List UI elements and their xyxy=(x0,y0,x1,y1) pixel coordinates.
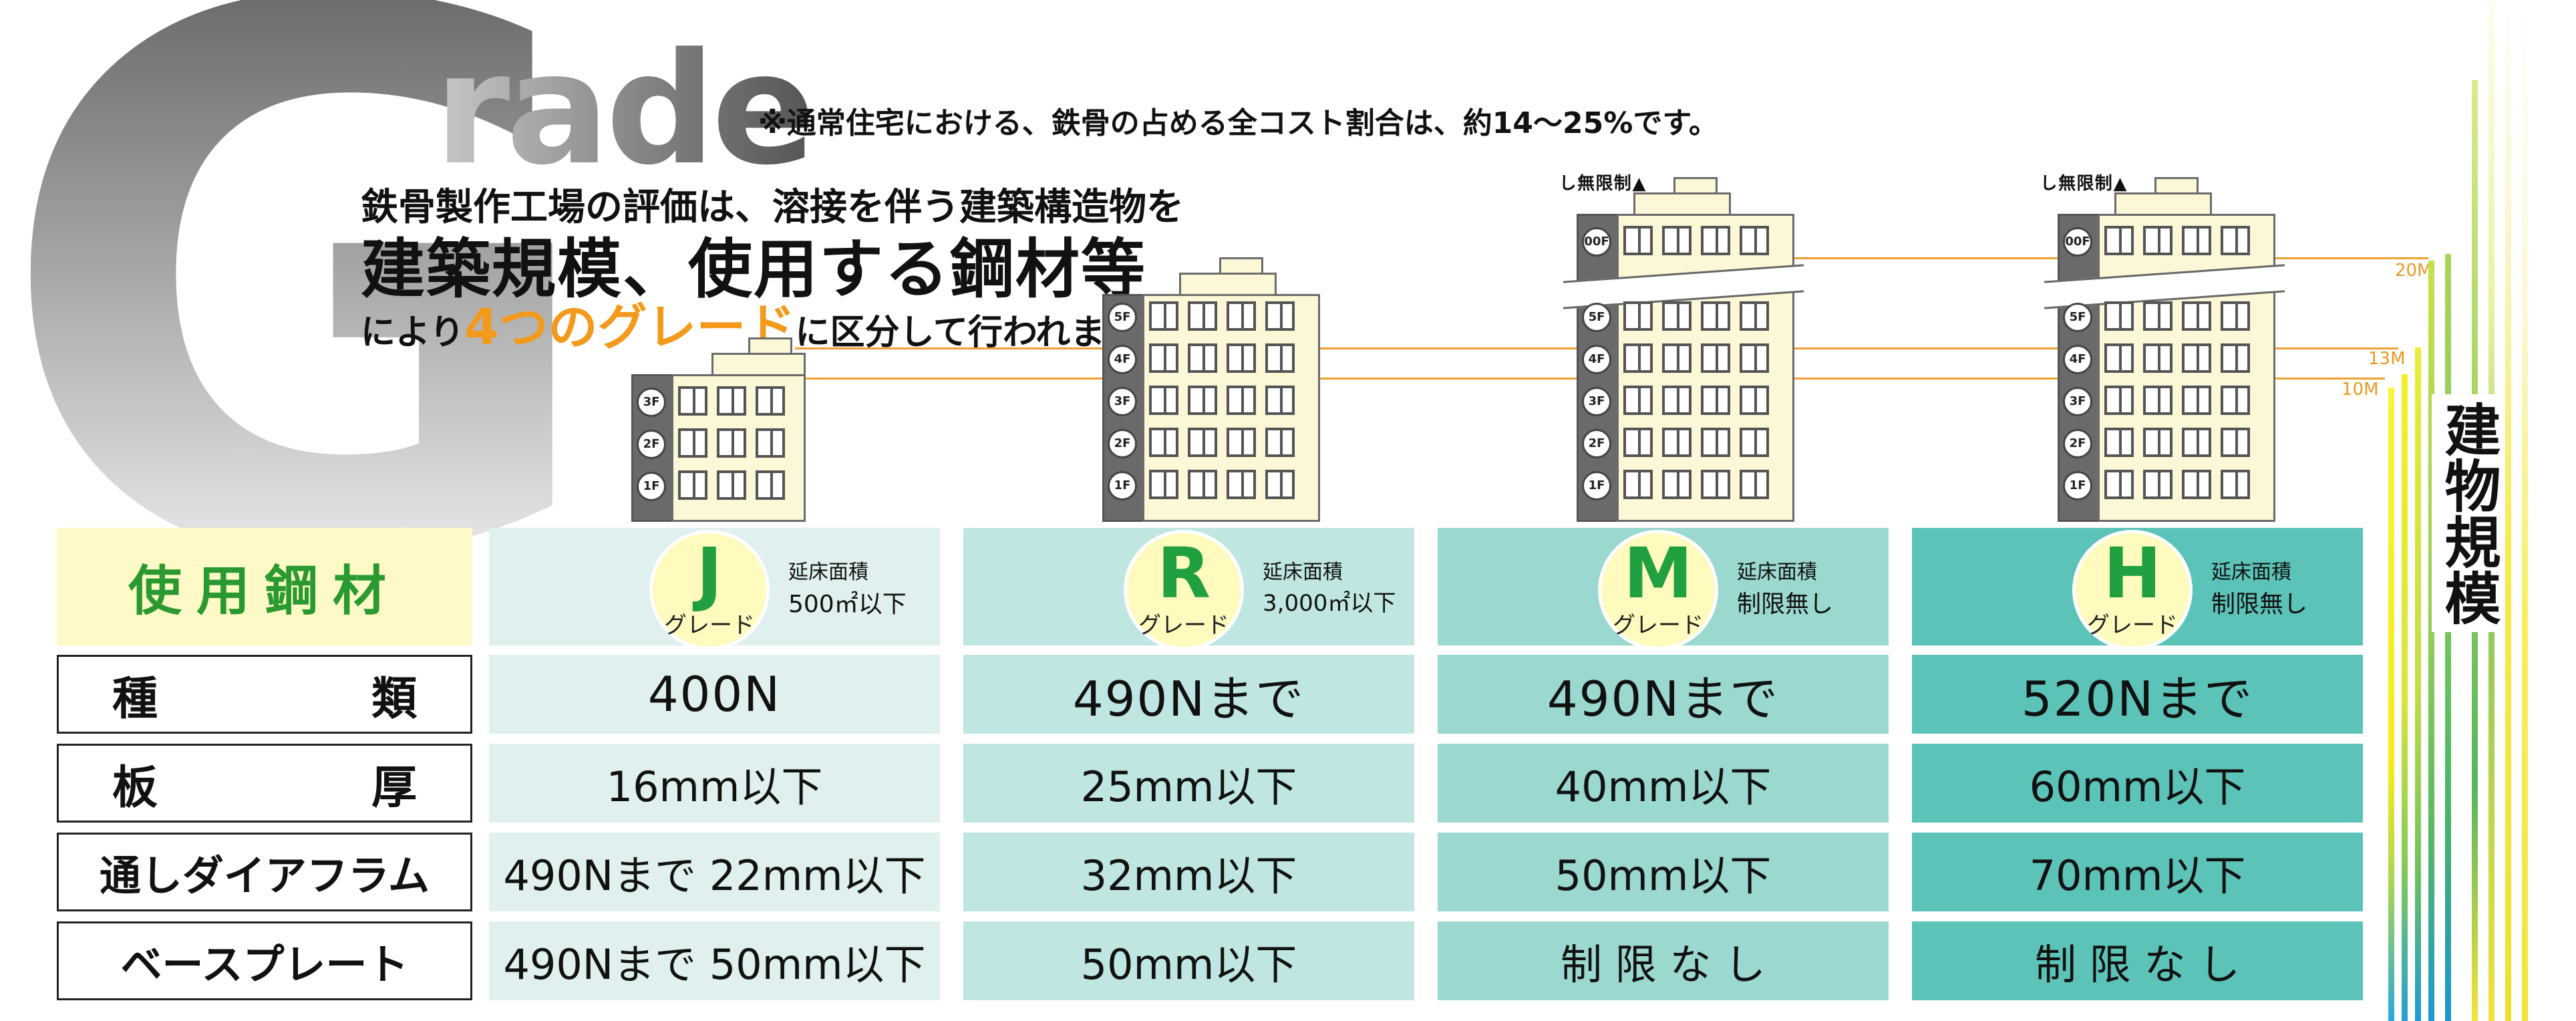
row-label-kind: 種類 xyxy=(57,655,472,734)
title-rest: rade xyxy=(434,21,816,199)
row-label-thickness: 板厚 xyxy=(57,744,472,823)
floor-3f: 3F xyxy=(2063,387,2092,416)
grade-h-thickness: 60mm以下 xyxy=(1912,744,2363,823)
grade-j-kind: 400N xyxy=(489,655,940,734)
heading-line-2: 建築規模、使用する鋼材等 xyxy=(361,232,1146,307)
floor-5f: 5F xyxy=(1108,303,1137,332)
grade-h-area-label: 延床面積 xyxy=(2211,561,2291,584)
grade-m-area-value: 制限無し xyxy=(1737,590,1834,618)
grade-m-diaphragm: 50mm以下 xyxy=(1438,833,1889,911)
grade-r-letter: R xyxy=(1156,533,1211,614)
floor-2f: 2F xyxy=(1582,429,1611,458)
floor-2f: 2F xyxy=(2063,429,2092,458)
grade-j-baseplate: 490Nまで 50mm以下 xyxy=(489,921,940,1000)
grade-j-suffix: グレード xyxy=(664,612,755,639)
grade-r-area: 延床面積 3,000㎡以下 xyxy=(1263,558,1396,620)
grade-h-area-value: 制限無し xyxy=(2211,590,2308,618)
floor-1f: 1F xyxy=(1582,471,1611,500)
floor-5f: 5F xyxy=(1582,303,1611,332)
floor-3f: 3F xyxy=(1582,387,1611,416)
heading-line-3-pre: により xyxy=(361,313,464,353)
heading-line-1: 鉄骨製作工場の評価は、溶接を伴う建築構造物を xyxy=(361,186,1184,229)
cost-note: ※通常住宅における、鉄骨の占める全コスト割合は、約14〜25%です。 xyxy=(758,106,1718,140)
grade-h-kind: 520Nまで xyxy=(1912,655,2363,734)
grade-h-diaphragm: 70mm以下 xyxy=(1912,833,2363,911)
grade-m-baseplate: 制 限 な し xyxy=(1438,921,1889,1000)
grade-m-letter: M xyxy=(1623,533,1693,614)
row-label-kind-1: 種 xyxy=(112,672,158,726)
grade-m-suffix: グレード xyxy=(1613,612,1704,639)
grade-r-kind: 490Nまで xyxy=(963,655,1414,734)
grade-h-baseplate: 制 限 な し xyxy=(1912,921,2363,1000)
row-label-baseplate: ベースプレート xyxy=(57,921,472,1000)
grade-j-area-label: 延床面積 xyxy=(788,561,868,584)
floor-2f: 2F xyxy=(637,430,666,459)
row-label-thickness-2: 厚 xyxy=(371,761,417,815)
grade-r-area-value: 3,000㎡以下 xyxy=(1263,589,1396,617)
grade-j-thickness: 16mm以下 xyxy=(489,744,940,823)
floor-4f: 4F xyxy=(2063,345,2092,374)
floor-1f: 1F xyxy=(1108,471,1137,500)
floor-4f: 4F xyxy=(1582,345,1611,374)
grade-h-suffix: グレード xyxy=(2087,612,2178,639)
floor-3f: 3F xyxy=(637,388,666,417)
heading-line-3-emphasis: 4つのグレード xyxy=(464,299,796,356)
grade-h-letter: H xyxy=(2103,533,2162,614)
limit-label-m: ▲制限無し xyxy=(1556,174,1649,194)
grade-j-area: 延床面積 500㎡以下 xyxy=(788,558,907,622)
limit-label-h: ▲制限無し xyxy=(2037,174,2130,194)
grade-h-area: 延床面積制限無し xyxy=(2211,558,2307,622)
floor-1f: 1F xyxy=(2063,471,2092,500)
grade-j-diaphragm: 490Nまで 22mm以下 xyxy=(489,833,940,911)
floor-top: 00F xyxy=(1582,227,1611,257)
row-label-thickness-1: 板 xyxy=(112,761,158,815)
building-scale-label: 建物規模 xyxy=(2432,394,2501,632)
label-13m: 13M xyxy=(2368,349,2406,369)
floor-1f: 1F xyxy=(637,472,666,501)
floor-5f: 5F xyxy=(2063,303,2092,332)
grade-m-thickness: 40mm以下 xyxy=(1438,744,1889,823)
grade-m-area-label: 延床面積 xyxy=(1737,561,1817,584)
row-label-diaphragm: 通しダイアフラム xyxy=(57,833,472,911)
row-label-kind-2: 類 xyxy=(371,672,417,726)
header-steel-label: 使用鋼材 xyxy=(57,528,472,645)
grade-r-area-label: 延床面積 xyxy=(1263,561,1343,584)
grade-j-letter: J xyxy=(696,533,723,614)
grade-j-area-value: 500㎡以下 xyxy=(788,590,907,618)
grade-r-suffix: グレード xyxy=(1138,612,1229,639)
label-10m: 10M xyxy=(2342,380,2379,400)
floor-4f: 4F xyxy=(1108,345,1137,374)
grade-m-area: 延床面積制限無し xyxy=(1737,558,1833,622)
grade-m-kind: 490Nまで xyxy=(1438,655,1889,734)
grade-r-diaphragm: 32mm以下 xyxy=(963,833,1414,911)
floor-2f: 2F xyxy=(1108,429,1137,458)
grade-r-thickness: 25mm以下 xyxy=(963,744,1414,823)
grade-r-baseplate: 50mm以下 xyxy=(963,921,1414,1000)
floor-3f: 3F xyxy=(1108,387,1137,416)
floor-top: 00F xyxy=(2063,227,2092,257)
label-20m: 20M xyxy=(2395,261,2432,281)
